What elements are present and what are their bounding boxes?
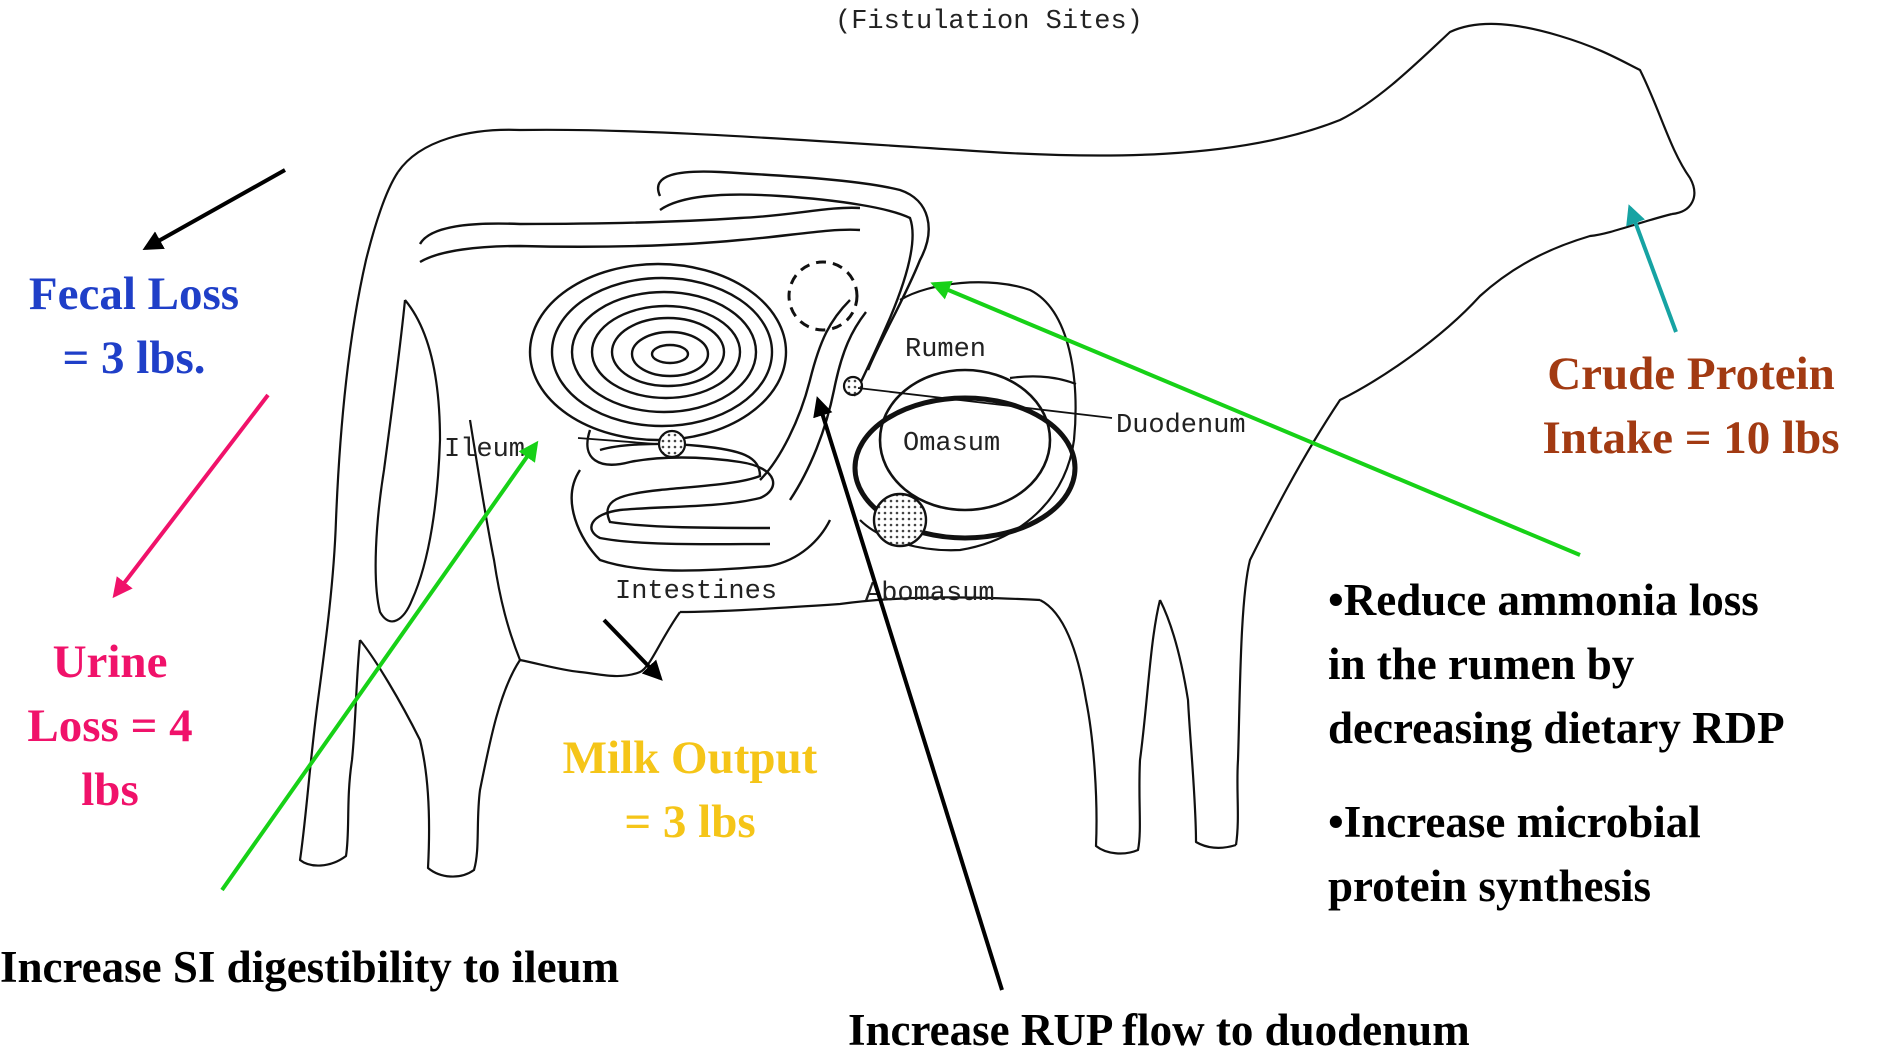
urine-loss-line3: lbs [5,758,215,822]
crude-protein-arrow [1630,208,1676,332]
rumen-cannula-dashed [789,262,857,330]
bullet-increase-microbial-line1: •Increase microbial [1328,790,1883,854]
bullet-increase-microbial-line2: protein synthesis [1328,854,1883,918]
crude-protein-line1: Crude Protein [1510,342,1872,406]
diagram-caption: (Fistulation Sites) [835,7,1143,37]
ileum-fistula [659,431,685,457]
si-digestibility-label: Increase SI digestibility to ileum [0,935,760,999]
fecal-loss-line1: Fecal Loss [10,262,258,326]
organ-label-duodenum: Duodenum [1116,411,1246,441]
duodenum-black-arrow [818,400,1002,990]
milk-output-line1: Milk Output [540,726,840,790]
bullet-reduce-ammonia: •Reduce ammonia loss in the rumen by dec… [1328,568,1883,760]
crude-protein-line2: Intake = 10 lbs [1510,406,1872,470]
bullet-reduce-ammonia-line1: •Reduce ammonia loss [1328,568,1883,632]
milk-output-label: Milk Output = 3 lbs [540,726,840,854]
bullet-increase-microbial: •Increase microbial protein synthesis [1328,790,1883,918]
duodenum-fistula [844,377,862,395]
urine-loss-line2: Loss = 4 [5,694,215,758]
crude-protein-label: Crude Protein Intake = 10 lbs [1510,342,1872,470]
fecal-loss-arrow [146,170,285,248]
rumen-green-arrow [934,284,1580,555]
fecal-loss-label: Fecal Loss = 3 lbs. [10,262,258,390]
urine-loss-arrow [115,395,268,595]
organ-label-abomasum: Abomasum [865,579,995,609]
organ-label-rumen: Rumen [905,335,986,365]
fecal-loss-line2: = 3 lbs. [10,326,258,390]
urine-loss-line1: Urine [5,630,215,694]
organ-label-ileum: Ileum [444,435,525,465]
abomasum-fistula [874,494,926,546]
milk-output-line2: = 3 lbs [540,790,840,854]
rup-flow-label: Increase RUP flow to duodenum [848,998,1648,1062]
bullet-reduce-ammonia-line2: in the rumen by [1328,632,1883,696]
milk-output-arrow [604,620,660,678]
bullet-reduce-ammonia-line3: decreasing dietary RDP [1328,696,1883,760]
organ-label-omasum: Omasum [903,429,1000,459]
urine-loss-label: Urine Loss = 4 lbs [5,630,215,822]
organ-label-intestines: Intestines [615,577,777,607]
